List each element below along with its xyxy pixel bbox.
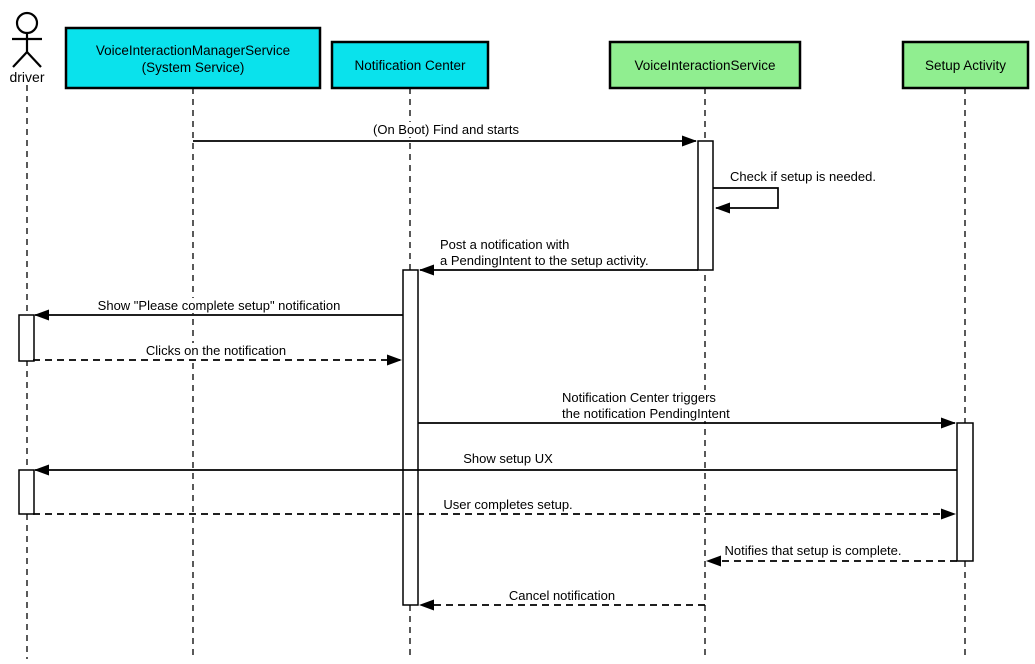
message-label-backing bbox=[728, 169, 878, 184]
message-label-show-please-complete-setup-notification: Show "Please complete setup" notificatio… bbox=[98, 298, 341, 313]
arrowhead-left-icon bbox=[34, 309, 49, 321]
participant-box-setup-activity bbox=[901, 40, 1030, 90]
message-label-backing bbox=[722, 543, 904, 558]
message-label-backing bbox=[371, 122, 522, 137]
message-label-backing bbox=[143, 343, 289, 358]
arrowhead-right-icon bbox=[941, 508, 956, 520]
message-label-backing bbox=[95, 298, 343, 313]
message-label-backing bbox=[441, 497, 575, 512]
arrowhead-left-icon bbox=[715, 202, 730, 214]
message-label-backing bbox=[560, 406, 733, 421]
activation-bar-notification-center-1 bbox=[402, 269, 419, 606]
participant-box-voice-interaction-service bbox=[608, 40, 802, 90]
message-label-notification-center-triggers-pendingintent: the notification PendingIntent bbox=[562, 406, 730, 421]
message-label-show-setup-ux: Show setup UX bbox=[463, 451, 553, 466]
arrowhead-left-icon bbox=[419, 264, 434, 276]
activation-bar-voice-interaction-service-0 bbox=[697, 140, 714, 271]
message-label-check-if-setup-is-needed: Check if setup is needed. bbox=[730, 169, 876, 184]
message-label-backing bbox=[438, 253, 651, 268]
message-label-notifies-that-setup-is-complete: Notifies that setup is complete. bbox=[724, 543, 901, 558]
actor-leg-left bbox=[12, 51, 28, 68]
activation-bar-driver-2 bbox=[18, 314, 35, 362]
message-label-notification-center-triggers-pendingintent: Notification Center triggers bbox=[562, 390, 716, 405]
actor-label: driver bbox=[9, 69, 44, 85]
arrowhead-left-icon bbox=[706, 555, 721, 567]
actor-head bbox=[15, 11, 39, 35]
arrowhead-left-icon bbox=[419, 599, 434, 611]
message-label-backing bbox=[560, 390, 719, 405]
participant-box-voice-interaction-manager-service bbox=[64, 26, 322, 90]
message-label-backing bbox=[506, 588, 618, 603]
message-label-post-notification-with-pendingintent: a PendingIntent to the setup activity. bbox=[440, 253, 649, 268]
message-label-clicks-on-the-notification: Clicks on the notification bbox=[146, 343, 286, 358]
message-label-backing bbox=[438, 237, 572, 252]
actor-leg-right bbox=[26, 51, 42, 68]
message-label-user-completes-setup: User completes setup. bbox=[443, 497, 572, 512]
message-line-check-if-setup-is-needed bbox=[713, 187, 779, 209]
participant-label-voice-interaction-manager-service: (System Service) bbox=[142, 60, 245, 75]
actor-driver-icon bbox=[12, 11, 42, 68]
activation-bar-setup-activity-4 bbox=[956, 422, 974, 562]
message-label-backing bbox=[461, 451, 556, 466]
arrowhead-left-icon bbox=[34, 464, 49, 476]
arrowhead-right-icon bbox=[682, 135, 697, 147]
message-label-post-notification-with-pendingintent: Post a notification with bbox=[440, 237, 569, 252]
participant-label-notification-center: Notification Center bbox=[354, 58, 466, 73]
arrowhead-right-icon bbox=[941, 417, 956, 429]
arrowhead-right-icon bbox=[387, 354, 402, 366]
participant-box-notification-center bbox=[330, 40, 490, 90]
participant-label-setup-activity: Setup Activity bbox=[925, 58, 1006, 73]
participant-label-voice-interaction-service: VoiceInteractionService bbox=[634, 58, 775, 73]
message-label-on-boot-find-and-starts: (On Boot) Find and starts bbox=[373, 122, 519, 137]
message-label-cancel-notification: Cancel notification bbox=[509, 588, 615, 603]
activation-bar-driver-3 bbox=[18, 469, 35, 515]
participant-label-voice-interaction-manager-service: VoiceInteractionManagerService bbox=[96, 43, 290, 58]
